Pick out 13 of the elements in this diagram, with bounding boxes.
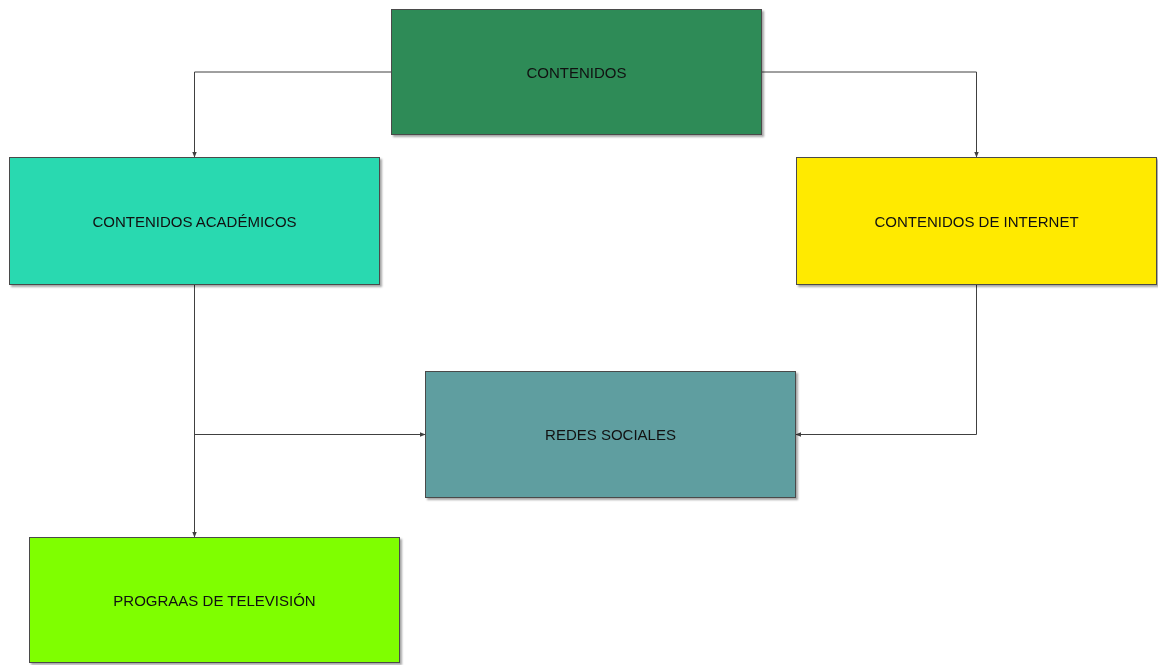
process-box — [425, 371, 796, 498]
arrow — [192, 71, 392, 158]
box-label: REDES SOCIALES — [545, 426, 676, 443]
process-box — [391, 9, 762, 135]
process-box — [796, 157, 1157, 285]
arrow — [795, 284, 977, 437]
box-label: CONTENIDOS DE INTERNET — [874, 212, 1079, 230]
box-label: PROGRAAS DE TELEVISIÓN — [113, 591, 316, 609]
box-label: CONTENIDOS — [526, 63, 627, 81]
box-label: CONTENIDOS ACADÉMICOS — [92, 212, 297, 230]
process-box — [9, 157, 380, 285]
process-box — [29, 537, 400, 663]
arrow — [761, 71, 979, 158]
